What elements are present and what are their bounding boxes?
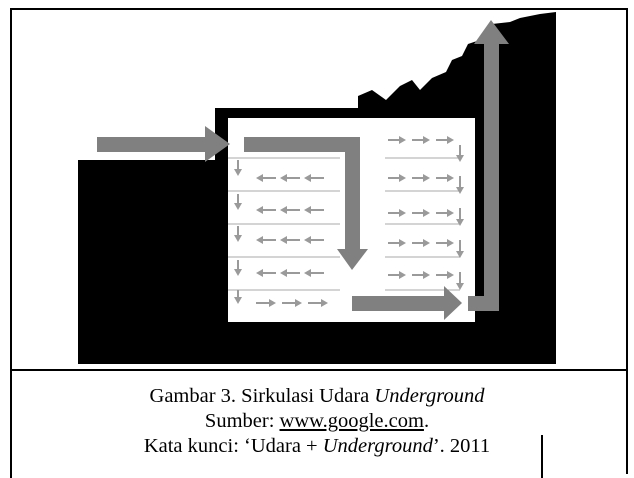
caption-source-suffix: . — [423, 410, 430, 432]
grid-lines — [228, 157, 460, 291]
caption-title: Gambar 3. Sirkulasi Udara Underground — [0, 384, 634, 408]
caption-source-text: Sumber: — [204, 410, 280, 432]
small-arrows-right — [388, 136, 454, 279]
border-bottom — [10, 369, 628, 371]
border-top — [10, 8, 628, 10]
small-arrows-bottom — [256, 299, 328, 307]
caption-keywords: Kata kunci: ‘Udara + Underground’. 2011 — [0, 434, 634, 458]
caption-keywords-text: Kata kunci: ‘Udara + — [143, 435, 323, 457]
border-tail — [541, 435, 543, 478]
caption-keywords-italic: Underground — [322, 435, 433, 457]
border-right — [626, 8, 628, 474]
caption-title-italic: Underground — [374, 385, 485, 407]
main-airflow — [97, 20, 509, 320]
small-arrows-down-right — [456, 145, 464, 290]
underground-air-circulation-diagram — [78, 12, 556, 364]
source-link[interactable]: www.google.com — [279, 410, 424, 432]
small-arrows-down-left — [234, 160, 242, 304]
caption-keywords-suffix: ’. 2011 — [432, 435, 491, 457]
small-arrows-left — [256, 174, 324, 277]
caption-title-text: Gambar 3. Sirkulasi Udara — [149, 385, 375, 407]
caption-source: Sumber: www.google.com. — [0, 409, 634, 433]
border-left — [10, 8, 12, 478]
